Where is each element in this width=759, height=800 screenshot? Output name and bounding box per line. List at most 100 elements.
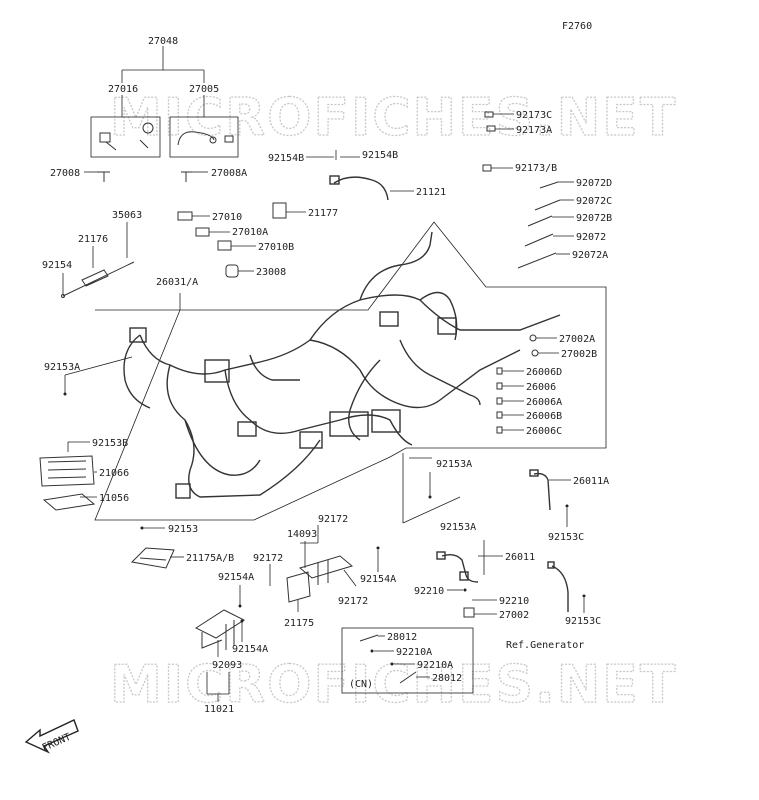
regulator-21066-icon: [39, 455, 95, 487]
label-92210: 92210: [414, 586, 444, 597]
label-21066: 21066: [99, 468, 129, 479]
label-92172-left: 92172: [253, 553, 283, 564]
label-92072: 92072: [576, 232, 606, 243]
tie-92072A-icon: [517, 252, 557, 269]
main-wiring-harness-icon: [123, 231, 561, 499]
lead-26011A-icon: [529, 469, 551, 511]
label-26006A: 26006A: [526, 397, 562, 408]
label-14093: 14093: [287, 529, 317, 540]
label-92154A-left: 92154A: [218, 572, 254, 583]
label-92172-bottom: 92172: [338, 596, 368, 607]
watermark-top: MICROFICHES.NET: [110, 88, 677, 148]
fuse-26006D-icon: [496, 367, 503, 375]
label-27016: 27016: [108, 84, 138, 95]
label-27005: 27005: [189, 84, 219, 95]
ref-generator-note: Ref.Generator: [506, 640, 584, 651]
label-28012-top: 28012: [387, 632, 417, 643]
label-92173A: 92173A: [516, 125, 552, 136]
bolt-92153-icon: [140, 526, 144, 530]
label-35063: 35063: [112, 210, 142, 221]
label-92154B-left: 92154B: [268, 153, 304, 164]
label-92153A-lower: 92153A: [440, 522, 476, 533]
label-26006B: 26006B: [526, 411, 562, 422]
label-26031A: 26031/A: [156, 277, 198, 288]
switch-27016-icon: [99, 122, 154, 151]
cn-region-note: (CN): [349, 679, 373, 690]
label-92210A-top: 92210A: [396, 647, 432, 658]
label-27008: 27008: [50, 168, 80, 179]
cn-region-box: [341, 627, 474, 694]
bracket-27048: [121, 46, 205, 117]
tie-28012-bottom-icon: [399, 671, 417, 684]
bolt-92154A-right-icon: [376, 546, 380, 550]
lead-26011-icon: [436, 551, 479, 583]
label-11056: 11056: [99, 493, 129, 504]
label-27008A: 27008A: [211, 168, 247, 179]
label-23008: 23008: [256, 267, 286, 278]
tie-28012-top-icon: [359, 634, 379, 642]
label-92072C: 92072C: [576, 196, 612, 207]
clip-92173C-icon: [484, 111, 494, 118]
label-21175AB: 21175A/B: [186, 553, 234, 564]
label-92153B: 92153B: [92, 438, 128, 449]
label-92172-top: 92172: [318, 514, 348, 525]
clip-92173B-icon: [482, 164, 492, 172]
label-21177: 21177: [308, 208, 338, 219]
front-label: FRONT: [41, 732, 73, 754]
label-92093: 92093: [212, 660, 242, 671]
label-27010: 27010: [212, 212, 242, 223]
watermark-bottom: MICROFICHES.NET: [110, 655, 677, 715]
bolt-92153C-bottom-icon: [582, 594, 586, 598]
label-26006: 26006: [526, 382, 556, 393]
harness-outline: [94, 221, 607, 521]
bracket-35063-icon: [61, 261, 135, 298]
label-92210A-bottom: 92210A: [417, 660, 453, 671]
label-92153C-top: 92153C: [548, 532, 584, 543]
grommet-27002B-icon: [531, 349, 539, 357]
module-21175AB-icon: [130, 547, 175, 569]
pin-27008-icon: [97, 171, 110, 182]
label-92154B-right: 92154B: [362, 150, 398, 161]
front-direction-arrow-icon: FRONT: [24, 719, 79, 754]
label-27002: 27002: [499, 610, 529, 621]
fuse-26006A-icon: [496, 397, 503, 405]
label-92173C: 92173C: [516, 110, 552, 121]
module-21175-icon: [286, 571, 311, 603]
bracket-11021-icon: [194, 609, 246, 650]
label-26006C: 26006C: [526, 426, 562, 437]
bolt-92153A-mid-icon: [428, 495, 432, 499]
connector-27010B-icon: [217, 240, 232, 251]
label-92173B: 92173/B: [515, 163, 557, 174]
label-26011A: 26011A: [573, 476, 609, 487]
bolt-92210A-bottom-icon: [390, 662, 394, 666]
label-27010B: 27010B: [258, 242, 294, 253]
figure-code: F2760: [562, 21, 592, 32]
label-92153A-mid: 92153A: [436, 459, 472, 470]
relay-21177-icon: [272, 202, 287, 219]
label-26006D: 26006D: [526, 367, 562, 378]
tie-92072C-icon: [534, 199, 561, 211]
label-21121: 21121: [416, 187, 446, 198]
bolt-92154A-left-icon: [238, 604, 242, 608]
label-92153A-left: 92153A: [44, 362, 80, 373]
label-27002B: 27002B: [561, 349, 597, 360]
tie-92072-icon: [524, 233, 554, 247]
fuse-26006C-icon: [496, 426, 503, 434]
label-92153: 92153: [168, 524, 198, 535]
label-92154A-lower: 92154A: [232, 644, 268, 655]
bolt-92154A-lower-icon: [240, 619, 244, 623]
label-92154A-right: 92154A: [360, 574, 396, 585]
pad-11056-icon: [42, 493, 96, 511]
bolt-92210-icon: [463, 588, 467, 592]
label-28012-bottom: 28012: [432, 673, 462, 684]
cap-23008-icon: [225, 264, 239, 278]
generator-lead-icon: [547, 561, 569, 612]
clip-92173A-icon: [486, 125, 496, 132]
grommet-27002-icon: [463, 607, 475, 618]
label-27002A: 27002A: [559, 334, 595, 345]
tie-92072D-icon: [539, 181, 559, 189]
bolt-92153C-top-icon: [565, 504, 569, 508]
bolt-92153A-icon: [63, 392, 67, 396]
box-27016: [90, 116, 161, 158]
